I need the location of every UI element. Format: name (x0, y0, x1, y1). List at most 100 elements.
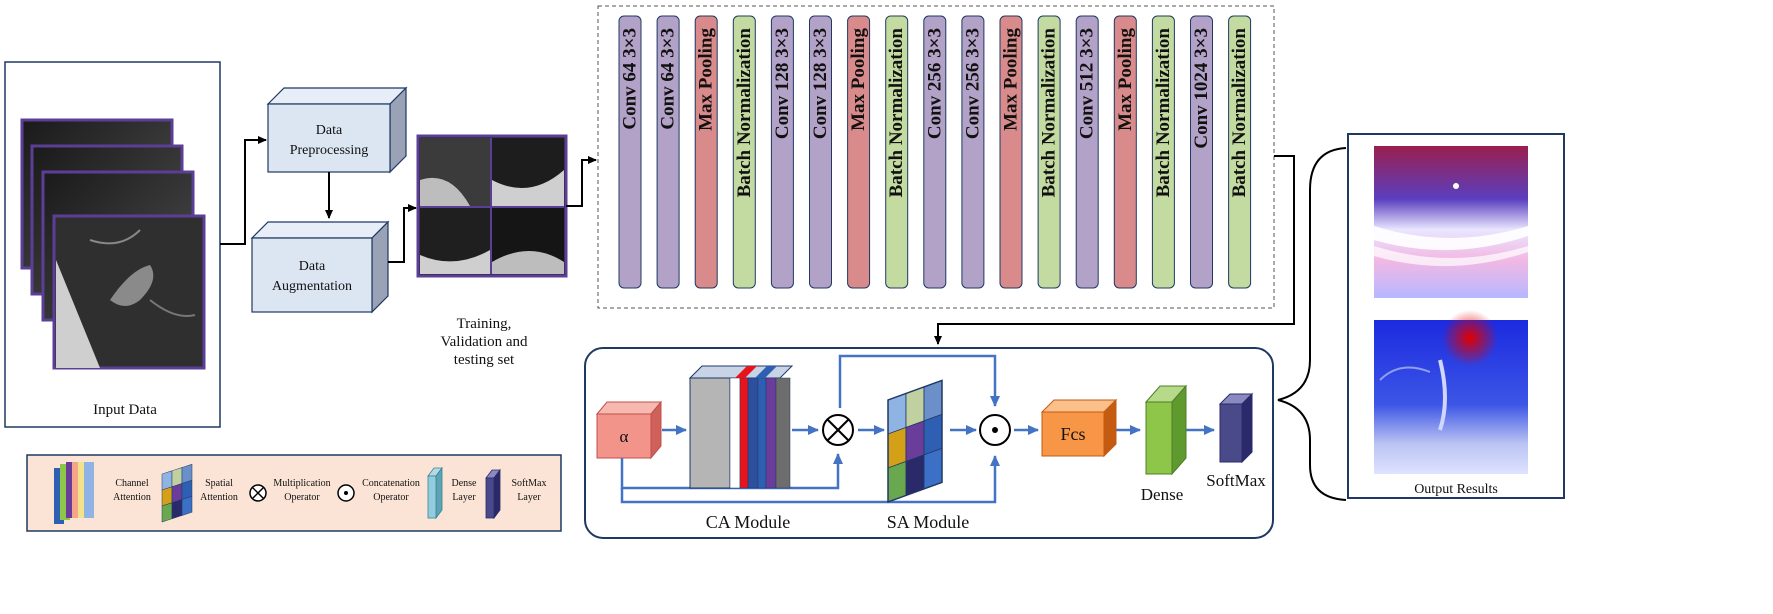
cnn-layer-conv: Conv 64 3×3 (618, 15, 642, 289)
concatenation-operator (979, 414, 1011, 446)
cnn-layer-label: Conv 128 3×3 (772, 28, 793, 139)
cnn-layer-bar (961, 15, 985, 289)
split-to-cnn-connector (566, 156, 597, 207)
cnn-layer-norm: Batch Normalization (1151, 15, 1175, 289)
cnn-layer-label: Conv 128 3×3 (810, 28, 831, 139)
cnn-layer-norm: Batch Normalization (885, 15, 909, 289)
cnn-layer-label: Conv 1024 3×3 (1191, 28, 1212, 149)
cnn-layer-bar (923, 15, 947, 289)
cnn-layer-conv: Conv 512 3×3 (1075, 15, 1099, 289)
augment-to-split-connector (388, 204, 417, 263)
channel-attention-block (688, 365, 794, 489)
cnn-layer-conv: Conv 1024 3×3 (1190, 15, 1213, 289)
cnn-layer-bar (694, 15, 718, 289)
fcs-block: Fcs (1040, 398, 1118, 458)
input-to-preprocess-connector (220, 136, 267, 245)
heatmap-image-1 (1374, 146, 1528, 298)
cnn-layer-label: Batch Normalization (1153, 28, 1174, 198)
input-data-caption: Input Data (93, 402, 157, 418)
split-caption-line1: Training, (457, 316, 512, 332)
legend-spatial-attention-icon (161, 463, 193, 523)
output-brace (1277, 147, 1347, 501)
cnn-layer-label: Max Pooling (1001, 28, 1022, 131)
cnn-layer-label: Conv 512 3×3 (1077, 28, 1098, 139)
legend-spatial-line2: Attention (200, 492, 238, 503)
cnn-layer-norm: Batch Normalization (732, 15, 756, 289)
legend-multiply-icon (249, 484, 267, 502)
cnn-to-attention-connector (934, 155, 1295, 345)
multiply-operator (822, 414, 854, 446)
cnn-layer-conv: Conv 256 3×3 (923, 15, 947, 289)
cnn-layer-bar (656, 15, 680, 289)
cnn-layer-bar (618, 15, 642, 289)
cnn-layer-label: Conv 64 3×3 (658, 28, 679, 130)
cnn-layer-label: Max Pooling (1115, 28, 1136, 131)
cnn-layer-label: Batch Normalization (886, 28, 907, 198)
softmax-label: SoftMax (1206, 471, 1266, 490)
cnn-layer-conv: Conv 128 3×3 (770, 15, 794, 289)
alpha-input-cube: α (595, 400, 663, 460)
output-results-caption: Output Results (1414, 482, 1498, 497)
preprocessing-label-line1: Data (316, 123, 343, 138)
cnn-layer-bar (732, 15, 756, 289)
data-preprocessing-box: Data Preprocessing (266, 86, 408, 174)
cnn-layer-bar (1190, 15, 1213, 289)
cnn-layer-label: Conv 256 3×3 (924, 28, 945, 139)
ct-slice-stack (20, 118, 206, 370)
cnn-layer-label: Max Pooling (848, 28, 869, 131)
legend-dense-line1: Dense (452, 478, 478, 489)
cnn-layer-label: Conv 256 3×3 (962, 28, 983, 139)
cnn-layer-conv: Conv 64 3×3 (656, 15, 680, 289)
cnn-layer-conv: Conv 128 3×3 (809, 15, 832, 289)
cnn-layer-norm: Batch Normalization (1037, 15, 1061, 289)
legend-channel-line2: Attention (113, 492, 151, 503)
legend-softmax-line2: Layer (517, 492, 541, 503)
legend-channel-line1: Channel (115, 478, 149, 489)
cnn-layer-conv: Conv 256 3×3 (961, 15, 985, 289)
legend-concatenation-line1: Concatenation (362, 478, 420, 489)
cnn-layer-pool: Max Pooling (1113, 15, 1137, 289)
cnn-layer-bar (885, 15, 909, 289)
legend-dense-line2: Layer (452, 492, 476, 503)
cnn-layer-bar (847, 15, 871, 289)
legend-concatenation-icon (337, 484, 355, 502)
cnn-layer-label: Max Pooling (696, 28, 717, 131)
alpha-label: α (620, 427, 629, 446)
heatmap-image-2 (1374, 310, 1528, 474)
sa-module-label: SA Module (887, 512, 970, 532)
cnn-layer-bar (1228, 15, 1252, 289)
split-caption-line2: Validation and (440, 334, 528, 350)
cnn-layer-pool: Max Pooling (847, 15, 871, 289)
softmax-layer-block: SoftMax (1206, 392, 1266, 490)
cnn-layer-pool: Max Pooling (999, 15, 1023, 289)
cnn-layer-label: Conv 64 3×3 (620, 28, 641, 130)
legend-spatial-line1: Spatial (205, 478, 233, 489)
cnn-layer-pool: Max Pooling (694, 15, 718, 289)
cnn-layer-bar (999, 15, 1023, 289)
input-data-panel: Input Data (4, 61, 221, 428)
spatial-attention-block (887, 379, 943, 504)
legend-panel: Channel Attention Spatial Attention Mult… (26, 454, 562, 532)
fcs-label: Fcs (1060, 424, 1085, 444)
preprocessing-label-line2: Preprocessing (290, 143, 369, 158)
cnn-layer-stack: Conv 64 3×3 Conv 64 3×3 Max Pooling Batch N… (618, 15, 1252, 289)
cnn-layer-label: Batch Normalization (734, 28, 755, 198)
cnn-layer-bar (1037, 15, 1061, 289)
legend-softmax-line1: SoftMax (512, 478, 547, 489)
dataset-split-grid (416, 134, 568, 278)
cnn-layer-label: Batch Normalization (1039, 28, 1060, 198)
cnn-layer-bar (1151, 15, 1175, 289)
output-results-panel: Output Results (1347, 133, 1565, 499)
legend-softmax-icon (485, 468, 501, 520)
augmentation-label-line1: Data (299, 259, 326, 274)
legend-multiplication-line2: Operator (284, 492, 320, 503)
cnn-layer-label: Batch Normalization (1229, 28, 1250, 198)
dense-layer-block: Dense (1141, 384, 1188, 504)
ca-module-label: CA Module (706, 512, 791, 532)
cnn-layer-bar (809, 15, 832, 289)
cnn-layer-bar (770, 15, 794, 289)
legend-dense-icon (427, 466, 443, 520)
legend-concatenation-line2: Operator (373, 492, 409, 503)
cnn-layer-bar (1075, 15, 1099, 289)
legend-channel-attention-icon (54, 462, 94, 524)
